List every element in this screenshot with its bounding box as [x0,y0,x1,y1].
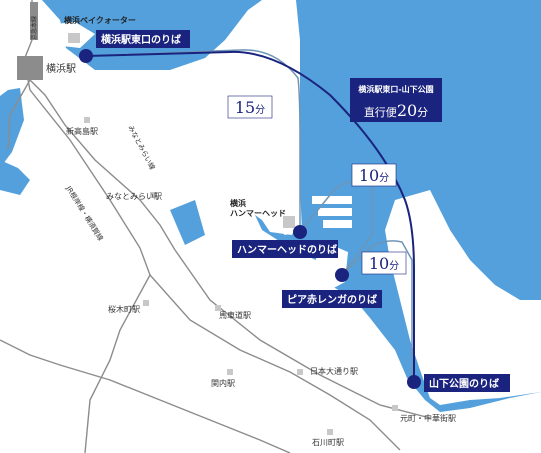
direct-num: 20 [397,101,417,120]
pier-deck [323,220,352,228]
canal-water [0,88,24,168]
station-marker [392,405,398,411]
label-keikyu-line: 京急本線 [30,16,38,40]
station-marker [150,192,156,198]
rail-link [174,249,431,419]
pier-label-yamashita: 山下公園のりば [429,377,499,390]
label-hammerhead-2: ハンマーヘッド [230,209,286,218]
pier-dot [407,375,421,389]
pier-dot [79,49,93,63]
minatomirai-line [29,79,176,251]
direct-route-box [350,78,442,122]
rail-branch [84,274,151,453]
pier-label-hammerhead: ハンマーヘッドのりば [237,243,337,256]
canal-water-2 [170,200,205,245]
station-label: 馬車道駅 [219,310,251,320]
leg1-time-box [227,95,273,119]
station-marker [84,117,90,123]
hammerhead-building [283,216,295,228]
leg1-time: 15分 [235,98,265,117]
leg3-unit: 分 [389,260,399,272]
station-marker [143,300,149,306]
keikyu-line [7,79,31,151]
station-label: 元町・中華街駅 [400,413,456,423]
north-arrow-icon [513,424,533,446]
pier-label-higashiguchi: 横浜駅東口のりば [101,33,181,46]
pier-dot [335,268,349,282]
leg2-num: 10 [359,166,379,185]
pier-badge-yamashita [424,374,510,392]
bayquarter-building [68,33,80,43]
pier-dot [293,225,307,239]
direct-prefix: 直行便 [364,105,397,119]
negishi-line [0,339,291,453]
keikyu-label-box [30,2,38,40]
pier-label-akarenga: ピア赤レンガのりば [287,293,377,306]
leg2-time: 10分 [359,166,389,185]
direct-route-title: 横浜駅東口-山下公園 [358,84,433,94]
leg1-num: 15 [235,98,255,117]
direct-unit: 分 [417,106,428,119]
station-label: 石川町駅 [312,438,344,447]
pier-deck [318,208,352,216]
leg3-time-box [361,251,407,275]
station-label: 新高島駅 [66,126,98,136]
station-marker [215,305,221,311]
station-marker [327,429,333,435]
station-label: 桜木町駅 [108,304,140,314]
leg2-time-box [351,163,397,187]
station-marker [297,369,303,375]
pier-badge-akarenga [282,290,382,308]
leg1-unit: 分 [255,104,265,116]
direct-route-time: 直行便20分 [364,101,428,120]
yokohama-station-block [17,56,43,80]
label-hammerhead-1: 横浜 [230,198,246,208]
pier-badge-higashiguchi [96,30,190,48]
land-right-point [385,190,541,405]
station-label: 日本大通り駅 [310,366,358,376]
station-label: 関内駅 [211,378,235,388]
pier-deck [312,196,352,204]
route-leg3 [341,240,413,380]
station-label: みなとみらい駅 [106,192,162,201]
station-marker [227,369,233,375]
leg3-num: 10 [369,254,389,273]
leg2-unit: 分 [379,172,389,184]
label-yokohama-station: 横浜駅 [46,62,76,75]
land-mid-top [0,0,262,230]
canal-water-3 [0,160,30,195]
route-direct [85,50,415,380]
leg3-time: 10分 [369,254,399,273]
route-leg1 [85,49,301,232]
label-bayquarter: 横浜ベイクォーター [64,15,136,25]
pier-badge-hammerhead [232,240,338,258]
